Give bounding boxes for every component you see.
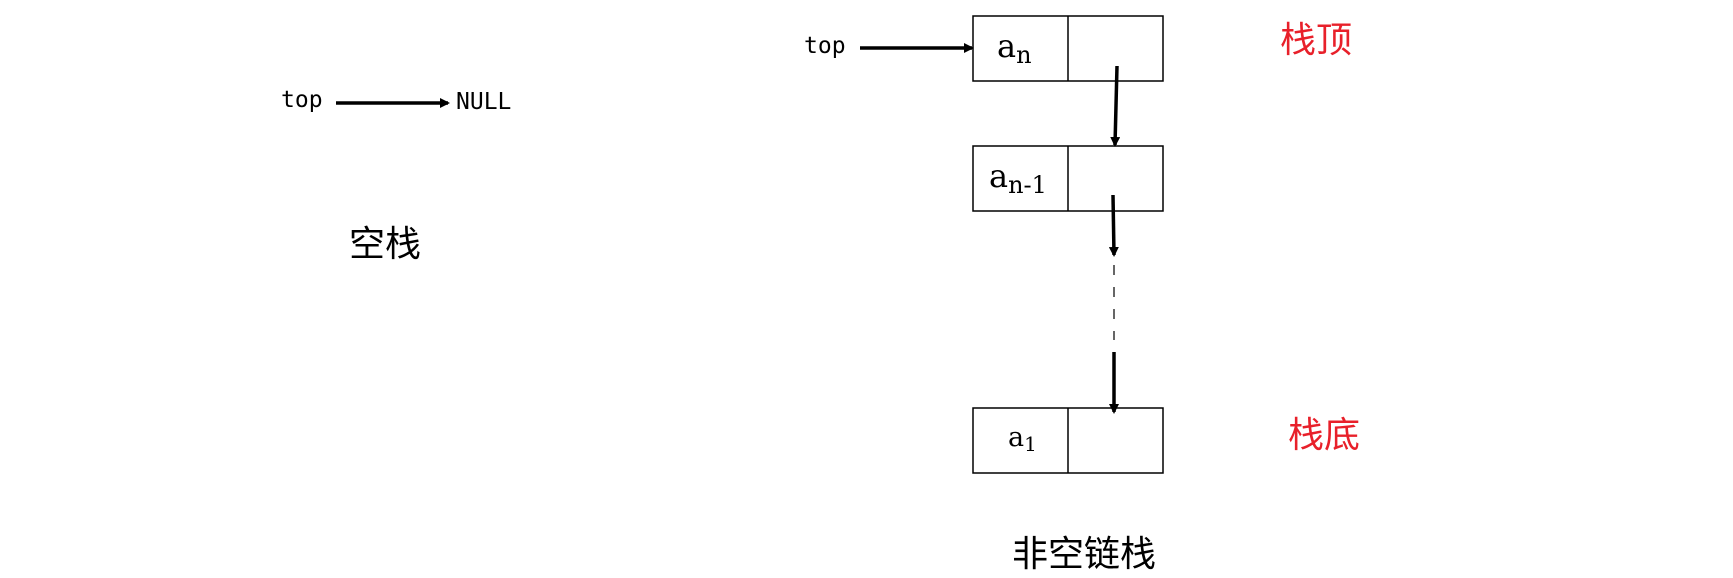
stack-node-second: [972, 145, 1164, 212]
stack-top-marker: 栈顶: [1280, 20, 1353, 61]
stack-node-bottom: [972, 407, 1164, 474]
empty-top-label: top: [281, 87, 323, 113]
stack-node-top: [972, 15, 1164, 82]
node-value-second: an-1: [989, 157, 1047, 199]
empty-stack-caption: 空栈: [349, 224, 422, 265]
stack-top-label: top: [804, 33, 846, 59]
link-arrow-2: [1108, 194, 1119, 257]
node-value-bottom: a1: [1008, 422, 1037, 456]
null-label: NULL: [456, 89, 512, 115]
linked-stack-caption: 非空链栈: [1012, 534, 1157, 575]
stack-bottom-marker: 栈底: [1288, 415, 1361, 456]
node-value-top: an: [997, 27, 1032, 69]
link-arrow-1: [1110, 65, 1121, 147]
